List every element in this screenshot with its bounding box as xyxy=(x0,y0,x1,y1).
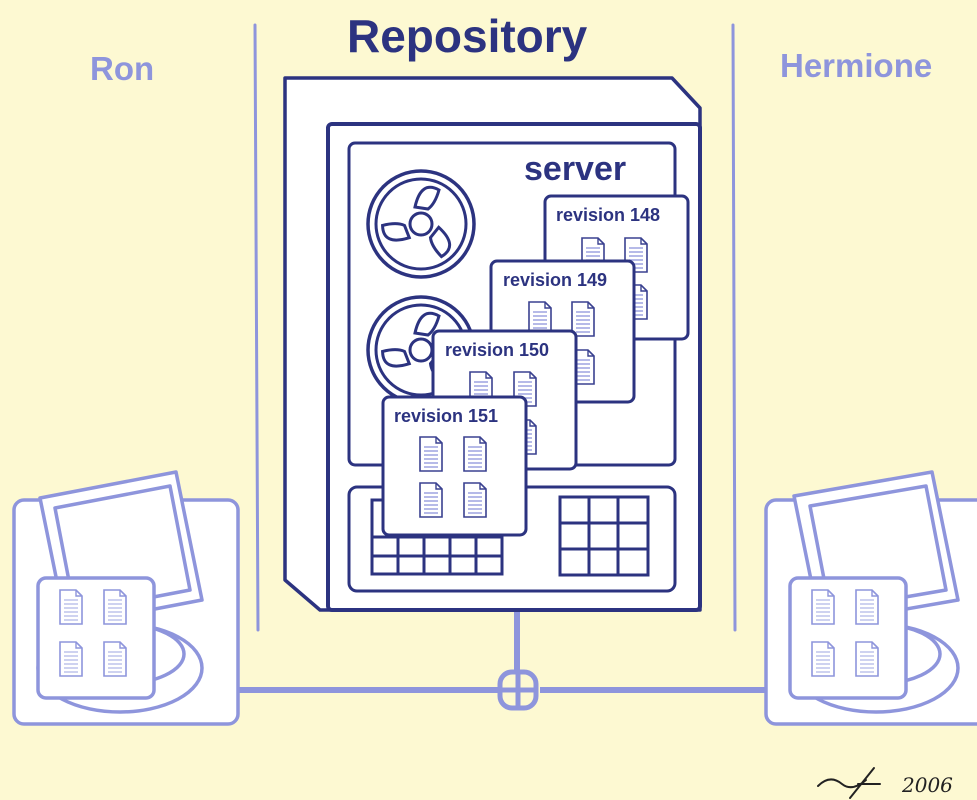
document-icon xyxy=(571,301,595,337)
artist-signature: 2006 xyxy=(817,767,953,799)
network-junction-icon xyxy=(497,669,539,711)
document-icon xyxy=(463,482,487,518)
repository-title: Repository xyxy=(347,10,588,62)
revision-label: revision 149 xyxy=(503,270,607,290)
keypad-icon xyxy=(558,495,650,577)
revision-card-151: revision 151 xyxy=(381,395,528,537)
revision-label: revision 150 xyxy=(445,340,549,360)
document-icon xyxy=(59,641,83,677)
left-user-label: Ron xyxy=(90,50,154,87)
revision-label: revision 148 xyxy=(556,205,660,225)
document-icon xyxy=(419,482,443,518)
document-icon xyxy=(463,436,487,472)
column-dividers xyxy=(253,23,737,632)
tape-reel-icon xyxy=(366,169,476,279)
document-icon xyxy=(103,641,127,677)
network-cable xyxy=(236,608,770,693)
keypad-icon xyxy=(370,498,504,576)
document-icon xyxy=(811,589,835,625)
document-icon xyxy=(103,589,127,625)
document-icon xyxy=(811,641,835,677)
revision-label: revision 151 xyxy=(394,406,498,426)
right-user-label: Hermione xyxy=(780,47,932,84)
document-icon xyxy=(59,589,83,625)
document-icon xyxy=(855,589,879,625)
document-icon xyxy=(855,641,879,677)
signature-year: 2006 xyxy=(901,773,953,797)
server-label: server xyxy=(524,150,626,188)
document-icon xyxy=(419,436,443,472)
